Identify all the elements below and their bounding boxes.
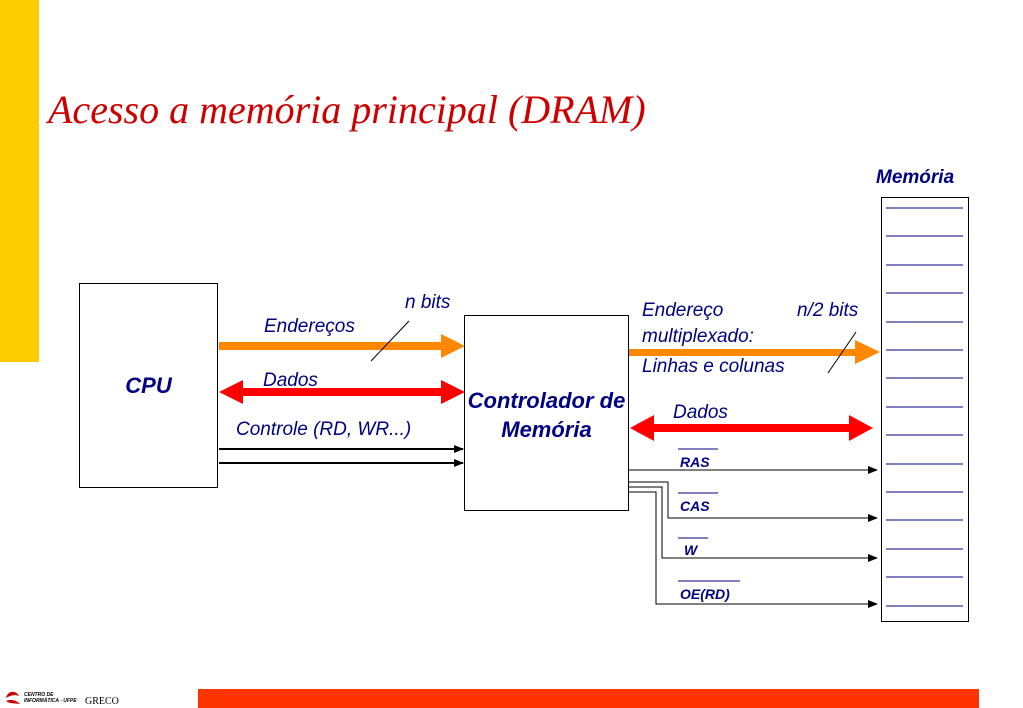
w-label: W <box>684 542 698 558</box>
multiplexed-address-label-line2: multiplexado: <box>642 326 754 347</box>
n2-bits-slash <box>827 331 857 374</box>
bottom-accent-bar <box>198 689 979 708</box>
memory-controller-box <box>464 315 629 511</box>
memory-title: Memória <box>876 167 955 188</box>
cas-signal-line <box>629 481 878 522</box>
n-bits-label: n bits <box>405 292 451 313</box>
group-name: GRECO <box>85 696 119 707</box>
multiplexed-address-arrow <box>629 340 880 364</box>
address-bus-label: Endereços <box>264 316 355 337</box>
slide-title: Acesso a memória principal (DRAM) <box>48 87 646 132</box>
institution-logo-text: CENTRO DE INFORMÁTICA - UFPE <box>24 692 77 704</box>
memory-rows <box>886 207 963 607</box>
memory-data-arrow <box>630 415 873 441</box>
w-signal-line <box>629 486 878 562</box>
ras-label: RAS <box>680 454 710 470</box>
footer-logo <box>6 691 20 704</box>
logo-line-2: INFORMÁTICA - UFPE <box>24 698 77 704</box>
cpu-box <box>79 283 218 488</box>
controller-label: Controlador de Memória <box>467 388 626 442</box>
cpu-data-arrow <box>219 380 465 404</box>
oe-signal-line <box>629 491 878 608</box>
control-bus-label: Controle (RD, WR...) <box>236 419 412 440</box>
memory-data-label: Dados <box>673 402 728 423</box>
cpu-label: CPU <box>125 373 172 398</box>
multiplexed-address-label-line1: Endereço <box>642 300 724 321</box>
cas-label: CAS <box>680 498 710 514</box>
n2-bits-label: n/2 bits <box>797 300 859 321</box>
memory-box <box>881 197 969 622</box>
data-bus-label: Dados <box>263 370 318 391</box>
multiplexed-address-label-line3: Linhas e colunas <box>642 356 785 377</box>
logo-line-1: CENTRO DE <box>24 692 54 698</box>
oe-rd-label: OE(RD) <box>680 586 730 602</box>
cpu-address-arrow <box>219 334 465 358</box>
n-bits-slash <box>370 320 410 362</box>
left-accent-bar <box>0 0 39 362</box>
